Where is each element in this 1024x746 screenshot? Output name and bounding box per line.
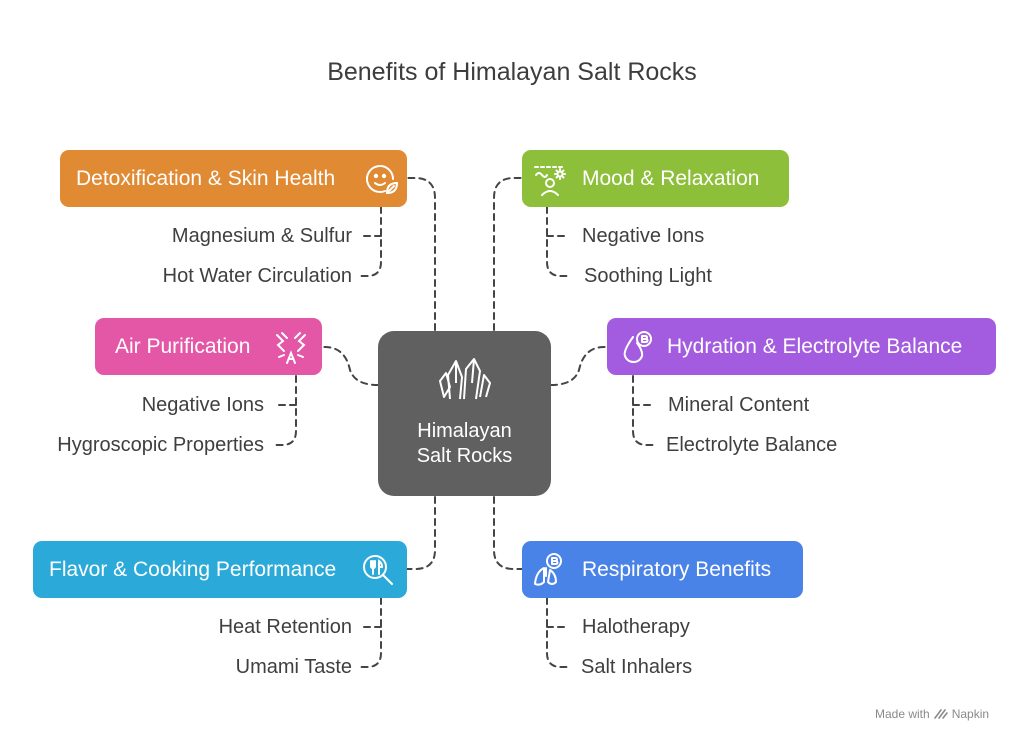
node-detoxification-skin-health: Detoxification & Skin Health: [60, 150, 407, 207]
node-hydration-electrolyte-balance: Hydration & Electrolyte Balance: [607, 318, 996, 375]
node-respiratory-benefits: Respiratory Benefits: [522, 541, 803, 598]
node-label: Air Purification: [115, 334, 251, 358]
node-air-purification: Air Purification: [95, 318, 322, 375]
magnifier-utensils-icon: [360, 552, 396, 588]
center-label-line1: Himalayan: [417, 420, 512, 442]
node-flavor-cooking-performance: Flavor & Cooking Performance: [33, 541, 407, 598]
sub-item-magnesium-sulfur: Magnesium & Sulfur: [171, 225, 352, 247]
person-sun-icon: [532, 161, 568, 197]
sub-item-hot-water-circulation: Hot Water Circulation: [162, 265, 352, 287]
sub-item-salt-inhalers: Salt Inhalers: [581, 656, 693, 678]
napkin-brand-text: Napkin: [951, 707, 990, 721]
node-label: Flavor & Cooking Performance: [49, 557, 337, 581]
sub-item-negative-ions: Negative Ions: [141, 394, 264, 416]
face-leaf-icon: [363, 161, 399, 197]
sub-item-umami-taste: Umami Taste: [235, 656, 352, 678]
sub-item-heat-retention: Heat Retention: [218, 616, 352, 638]
water-drop-icon: [619, 329, 655, 365]
node-mood-relaxation: Mood & Relaxation: [522, 150, 789, 207]
sub-item-electrolyte-balance: Electrolyte Balance: [666, 434, 838, 456]
center-node: Himalayan Salt Rocks: [378, 331, 551, 496]
lungs-icon: [532, 552, 568, 588]
crystal-icon: [436, 353, 494, 411]
diagram-title: Benefits of Himalayan Salt Rocks: [327, 58, 697, 86]
center-label-line2: Salt Rocks: [416, 445, 513, 467]
node-label: Mood & Relaxation: [582, 166, 760, 190]
napkin-logo-icon: [933, 709, 948, 719]
made-with-napkin-watermark: Made with Napkin: [875, 707, 989, 721]
node-label: Detoxification & Skin Health: [76, 166, 336, 190]
made-with-text: Made with: [875, 707, 930, 721]
sub-item-hygroscopic-properties: Hygroscopic Properties: [57, 434, 264, 456]
sub-item-soothing-light: Soothing Light: [584, 265, 712, 287]
sub-item-halotherapy: Halotherapy: [582, 616, 690, 638]
sub-item-mineral-content: Mineral Content: [668, 394, 810, 416]
air-flow-icon: [273, 329, 309, 365]
sub-item-negative-ions: Negative Ions: [582, 225, 705, 247]
node-label: Hydration & Electrolyte Balance: [667, 334, 963, 358]
node-label: Respiratory Benefits: [582, 557, 772, 581]
